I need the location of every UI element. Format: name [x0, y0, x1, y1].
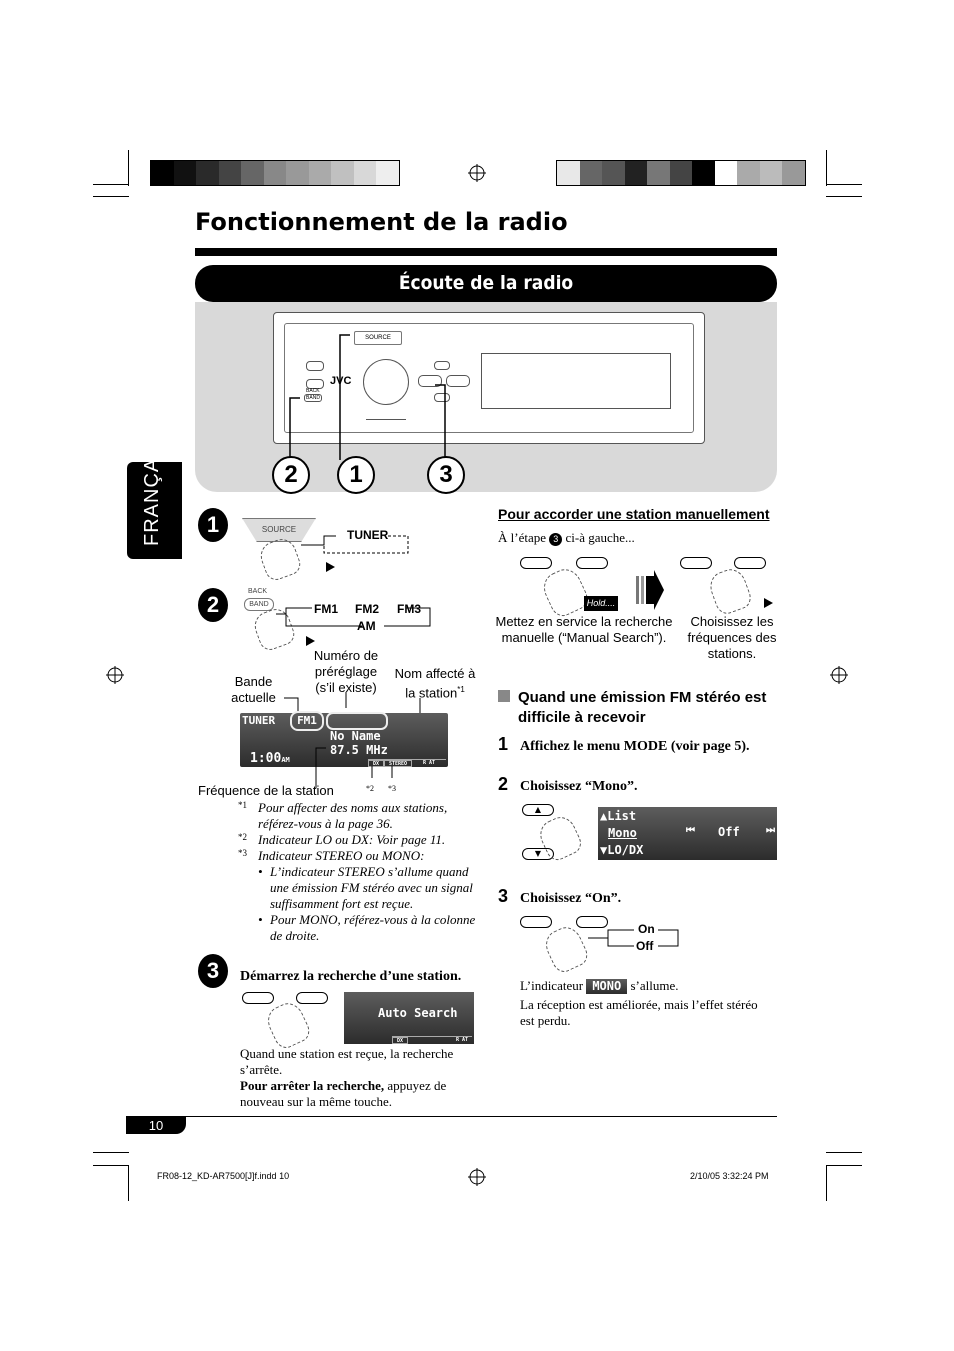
stereo-heading: Quand une émission FM stéréo est diffici…	[518, 689, 767, 726]
band-callout: Bande actuelle	[231, 674, 276, 705]
finger-icon	[538, 564, 592, 620]
footnotes: *1 Pour affecter des noms aux stations, …	[238, 800, 476, 943]
finger-icon	[262, 998, 314, 1052]
prev-key[interactable]	[242, 992, 274, 1004]
result-text: La réception est améliorée, mais l’effet…	[520, 997, 758, 1028]
lcd-name: No Name	[330, 729, 381, 743]
page-title: Fonctionnement de la radio	[195, 208, 568, 236]
next-icon: ⏭	[766, 825, 775, 836]
display-window	[481, 353, 671, 409]
next-step-arrow-icon	[636, 570, 664, 610]
stereo-step-1: Affichez le menu MODE (voir page 5).	[520, 739, 750, 754]
manual-intro: À l’étape 3 ci-à gauche...	[498, 530, 635, 546]
prev-icon: ⏮	[686, 825, 695, 836]
next-button[interactable]	[446, 375, 470, 387]
tuner-label: TUNER	[347, 528, 389, 542]
callout-3: 3	[427, 456, 465, 494]
freq-callout-lines	[315, 747, 393, 788]
manual-heading: Pour accorder une station manuellement	[498, 506, 770, 522]
step-1-number: 1	[198, 508, 228, 542]
finger-icon	[705, 565, 755, 617]
step-3-stop: Pour arrêter la recherche, appuyez de no…	[240, 1078, 447, 1109]
footer-rule	[126, 1116, 777, 1117]
menu-item-mono: Mono	[608, 826, 637, 840]
lcd-display: TUNER FM1 No Name 87.5 MHz 1:00AM DX STE…	[240, 711, 448, 767]
band-flow	[276, 607, 431, 627]
prev-key[interactable]	[520, 557, 552, 569]
menu-value: Off	[718, 825, 740, 839]
stereo-step-2-num: 2	[498, 774, 509, 794]
stereo-step-1-num: 1	[498, 734, 509, 754]
lcd-clock: 1:00AM	[250, 751, 290, 766]
next-key[interactable]	[576, 916, 608, 928]
off-label: Off	[636, 939, 654, 953]
mode-menu-lcd: ▲List Mono ▼LO/DX ⏮ Off ⏭	[598, 807, 777, 860]
band-button[interactable]: BAND	[304, 394, 322, 402]
stereo-step-2: Choisissez “Mono”.	[520, 779, 638, 794]
back-label: BACK	[248, 588, 268, 595]
prev-key[interactable]	[520, 916, 552, 928]
indicator-text: L’indicateur MONO s’allume.	[520, 978, 679, 994]
back-label: BACK	[306, 388, 320, 394]
prev-key[interactable]	[680, 557, 712, 569]
language-tab: FRANÇAIS	[127, 437, 182, 559]
prev-button[interactable]	[418, 375, 442, 387]
lcd-band: FM1	[290, 711, 324, 731]
band-key[interactable]: BAND	[244, 598, 274, 611]
step-3-number: 3	[198, 954, 228, 988]
band-fm3: FM3	[397, 602, 421, 616]
callout-lines	[289, 334, 446, 460]
band-am: AM	[357, 619, 376, 633]
stereo-step-3-num: 3	[498, 886, 509, 906]
step-3-instruction: Démarrez la recherche d’une station.	[240, 969, 462, 984]
lcd-frequency: 87.5 MHz	[330, 743, 388, 757]
manual-caption-left: Mettez en service la recherche manuelle …	[495, 614, 673, 645]
next-key[interactable]	[734, 557, 766, 569]
next-key[interactable]	[576, 557, 608, 569]
section-bullet-icon	[498, 690, 510, 702]
volume-knob[interactable]	[363, 359, 409, 405]
page-number: 10	[126, 1117, 186, 1134]
menu-item-list: ▲List	[600, 809, 637, 823]
band-fm2: FM2	[355, 602, 379, 616]
car-radio-illustration: SOURCE JVC BACK BAND	[273, 312, 705, 444]
tuner-flow	[301, 535, 409, 554]
arrow-icon	[326, 562, 335, 572]
mark-2: *2	[366, 784, 374, 793]
title-rule	[195, 248, 777, 256]
stereo-step-3: Choisissez “On”.	[520, 891, 622, 906]
on-label: On	[638, 922, 655, 936]
callout-2: 2	[272, 456, 310, 494]
freq-callout: Fréquence de la station	[198, 783, 334, 798]
callout-1: 1	[337, 456, 375, 494]
on-off-flow	[588, 929, 679, 947]
finger-icon	[540, 922, 592, 976]
step-2-number: 2	[198, 588, 228, 622]
print-footer-date: 2/10/05 3:32:24 PM	[690, 1171, 769, 1181]
lcd-tuner: TUNER	[242, 714, 276, 727]
next-key[interactable]	[296, 992, 328, 1004]
name-callout: Nom affecté à la station*1	[394, 666, 476, 701]
manual-caption-right: Choisissez les fréquences des stations.	[687, 614, 777, 661]
lcd-preset-slot	[326, 712, 388, 730]
down-key[interactable]: ▼	[522, 848, 554, 860]
arrow-icon	[764, 598, 773, 608]
source-button[interactable]: SOURCE	[354, 331, 402, 345]
print-footer-file: FR08-12_KD-AR7500[J]f.indd 10	[157, 1171, 290, 1181]
lcd-indicators: DX STEREO R AT	[368, 759, 446, 767]
up-key[interactable]: ▲	[522, 804, 554, 816]
auto-search-text: Auto Search	[378, 1006, 458, 1020]
section-banner: Écoute de la radio	[195, 265, 777, 302]
band-fm1: FM1	[314, 602, 338, 616]
step-3-after: Quand une station est reçue, la recherch…	[240, 1046, 454, 1077]
preset-callout: Numéro de préréglage (s’il existe)	[313, 648, 379, 695]
auto-search-lcd: Auto Search DX R AT	[344, 992, 474, 1044]
mono-indicator: MONO	[586, 979, 628, 994]
mark-3: *3	[388, 784, 396, 793]
hold-label: Hold....	[584, 596, 618, 611]
arrow-icon	[306, 636, 315, 646]
menu-item-lodx: ▼LO/DX	[600, 843, 644, 857]
